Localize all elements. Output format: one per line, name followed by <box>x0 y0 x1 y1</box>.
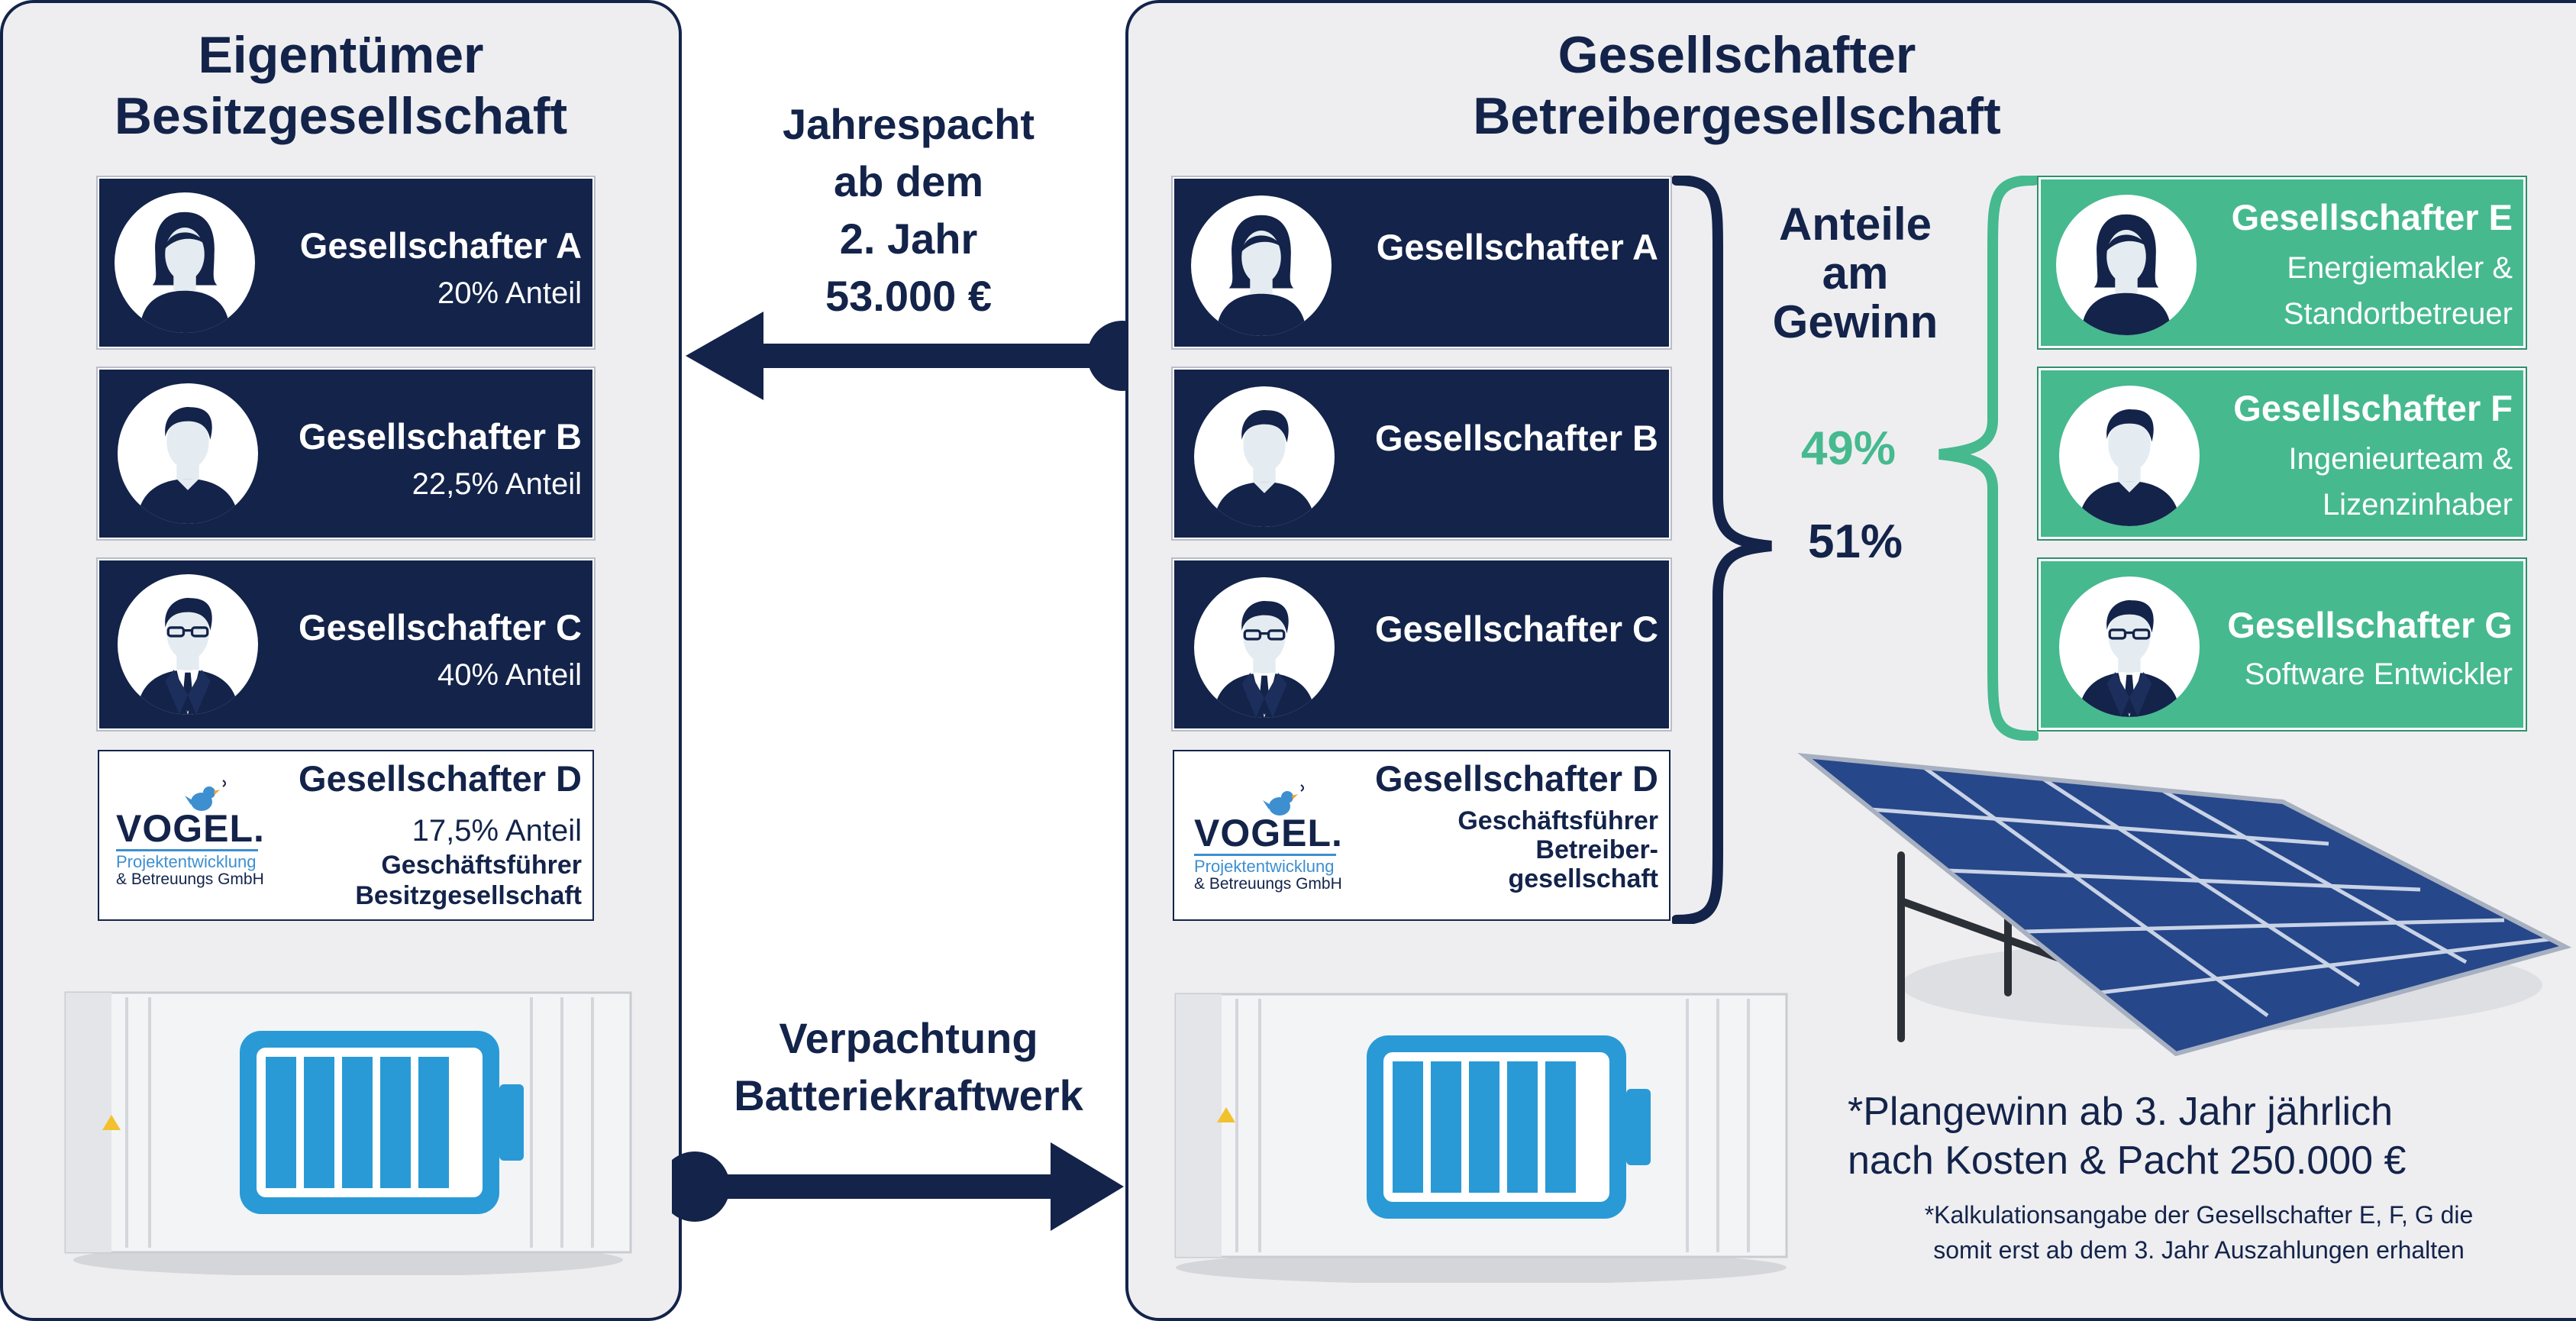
right-panel-title: Gesellschafter Betreibergesellschaft <box>1222 24 2252 147</box>
battery-icon <box>1367 1035 1651 1219</box>
card-sub-line1: Software Entwickler <box>2244 657 2513 691</box>
male-avatar-icon <box>118 383 258 524</box>
male-avatar-icon <box>2059 386 2200 526</box>
battery-container-right <box>1168 985 1794 1284</box>
left-card-gesellschafter-b: Gesellschafter B 22,5% Anteil <box>98 368 594 539</box>
card-role-line1: Geschäftsführer <box>381 851 582 880</box>
profit-label-line3: Gewinn <box>1772 296 1938 347</box>
left-panel-title: Eigentümer Besitzgesellschaft <box>0 24 682 147</box>
footnote-line2: somit erst ab dem 3. Jahr Auszahlungen e… <box>1933 1236 2465 1264</box>
lease-amount: 53.000 € <box>825 272 992 320</box>
card-name: Gesellschafter B <box>299 416 582 457</box>
card-role-line2: Betreiber- <box>1535 835 1658 864</box>
profit-label-line1: Anteile <box>1778 199 1932 250</box>
card-name: Gesellschafter A <box>299 225 582 266</box>
left-card-gesellschafter-d: VOGEL. Projektentwicklung & Betreuungs G… <box>98 750 594 921</box>
logo-line2: & Betreuungs GmbH <box>1194 875 1342 893</box>
card-name: Gesellschafter B <box>1375 418 1658 458</box>
right-card-gesellschafter-b: Gesellschafter B <box>1173 368 1671 539</box>
vogel-logo: VOGEL. Projektentwicklung & Betreuungs G… <box>116 773 284 888</box>
rent-line2: Batteriekraftwerk <box>734 1071 1083 1119</box>
card-name: Gesellschafter F <box>2233 388 2513 428</box>
profit-note: *Plangewinn ab 3. Jahr jährlich nach Kos… <box>1848 1087 2550 1185</box>
right-card-gesellschafter-g: Gesellschafter G Software Entwickler <box>2039 559 2526 730</box>
card-name: Gesellschafter A <box>1376 227 1658 267</box>
card-role-line1: Geschäftsführer <box>1457 806 1658 835</box>
vogel-logo: VOGEL. Projektentwicklung & Betreuungs G… <box>1194 777 1362 893</box>
lease-line1: Jahrespacht <box>783 100 1035 148</box>
solar-panel-icon <box>1797 753 2572 1057</box>
card-share: 20% Anteil <box>437 276 582 310</box>
right-title-line2: Betreibergesellschaft <box>1473 87 2001 145</box>
share-green-value: 49% <box>1800 422 1896 475</box>
note-line1: *Plangewinn ab 3. Jahr jährlich <box>1848 1090 2393 1134</box>
card-sub-line2: Lizenzinhaber <box>2322 488 2513 522</box>
logo-line1: Projektentwicklung <box>116 852 257 871</box>
left-title-line1: Eigentümer <box>198 26 484 84</box>
arrow-left-icon <box>686 312 1138 400</box>
card-share: 40% Anteil <box>437 658 582 692</box>
card-name: Gesellschafter G <box>2227 605 2513 645</box>
male-glasses-suit-avatar-icon <box>2059 577 2200 717</box>
right-card-gesellschafter-c: Gesellschafter C <box>1173 559 1671 730</box>
male-avatar-icon <box>1194 386 1335 527</box>
card-sub-line2: Standortbetreuer <box>2283 297 2513 331</box>
male-glasses-suit-avatar-icon <box>1194 577 1335 718</box>
battery-icon <box>240 1031 524 1214</box>
logo-line2: & Betreuungs GmbH <box>116 870 264 888</box>
card-role-line2: Besitzgesellschaft <box>355 881 582 910</box>
battery-container-left <box>58 985 638 1277</box>
arrow-right-icon <box>672 1142 1124 1231</box>
annual-lease-label: Jahrespacht ab dem 2. Jahr 53.000 € <box>710 95 1107 325</box>
battery-lease-label: Verpachtung Batteriekraftwerk <box>672 1009 1145 1124</box>
logo-line1: Projektentwicklung <box>1194 857 1335 876</box>
card-name: Gesellschafter C <box>299 607 582 648</box>
card-sub-line1: Ingenieurteam & <box>2288 442 2513 476</box>
left-card-gesellschafter-c: Gesellschafter C 40% Anteil <box>98 559 594 730</box>
left-card-gesellschafter-a: Gesellschafter A 20% Anteil <box>98 177 594 348</box>
footnote: *Kalkulationsangabe der Gesellschafter E… <box>1848 1197 2550 1268</box>
right-card-gesellschafter-f: Gesellschafter F Ingenieurteam & Lizenzi… <box>2039 368 2526 539</box>
card-sub-line1: Energiemakler & <box>2287 251 2513 285</box>
female-avatar-icon <box>1191 195 1332 336</box>
footnote-line1: *Kalkulationsangabe der Gesellschafter E… <box>1924 1201 2474 1229</box>
female-avatar-icon <box>2056 195 2197 335</box>
card-share: 17,5% Anteil <box>412 814 582 848</box>
card-name: Gesellschafter E <box>2231 197 2513 237</box>
card-role-line3: gesellschaft <box>1508 864 1658 893</box>
share-navy-value: 51% <box>1807 515 1903 568</box>
female-avatar-icon <box>115 192 255 333</box>
right-card-gesellschafter-d: VOGEL. Projektentwicklung & Betreuungs G… <box>1173 750 1671 921</box>
bracket-left-green <box>1938 176 2039 741</box>
card-share: 22,5% Anteil <box>412 467 582 501</box>
right-card-gesellschafter-e: Gesellschafter E Energiemakler & Standor… <box>2039 177 2526 348</box>
note-line2: nach Kosten & Pacht 250.000 € <box>1848 1139 2407 1183</box>
right-card-gesellschafter-a: Gesellschafter A <box>1173 177 1671 348</box>
right-title-line1: Gesellschafter <box>1558 26 1916 84</box>
lease-line2: ab dem <box>833 157 984 205</box>
bracket-right-navy <box>1672 176 1772 924</box>
rent-line1: Verpachtung <box>779 1014 1038 1062</box>
card-name: Gesellschafter D <box>1375 758 1658 799</box>
left-title-line2: Besitzgesellschaft <box>114 87 568 145</box>
card-name: Gesellschafter C <box>1375 609 1658 649</box>
profit-label-line2: am <box>1822 247 1889 299</box>
card-name: Gesellschafter D <box>299 758 582 799</box>
lease-line3: 2. Jahr <box>839 215 978 263</box>
male-glasses-suit-avatar-icon <box>118 574 258 715</box>
logo-brand: VOGEL. <box>1194 812 1343 854</box>
profit-share-label: Anteile am Gewinn <box>1748 200 1962 347</box>
logo-brand: VOGEL. <box>116 807 265 850</box>
